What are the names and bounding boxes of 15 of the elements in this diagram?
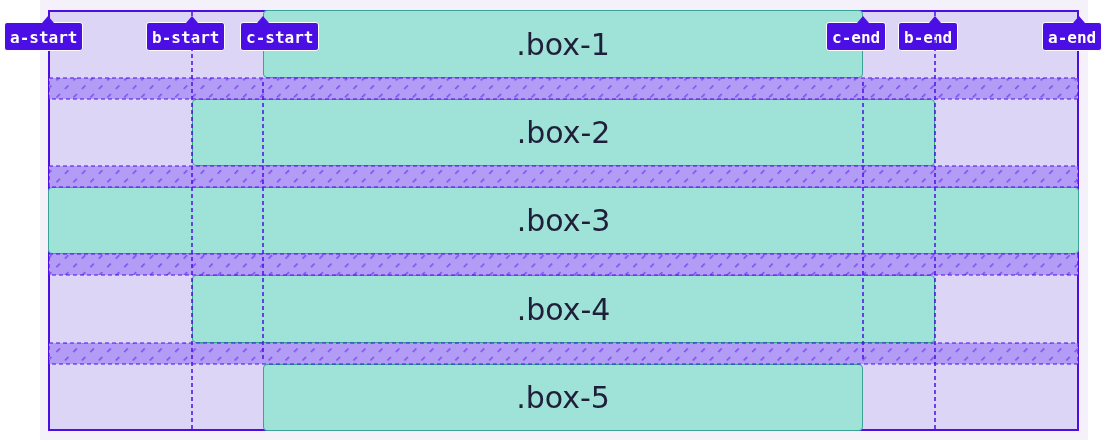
grid-line-name-tag: b-start bbox=[146, 22, 226, 51]
grid-line-name-tag: a-start bbox=[4, 22, 84, 51]
box-label: .box-5 bbox=[516, 380, 610, 415]
box-label: .box-2 bbox=[516, 115, 611, 150]
box-label: .box-4 bbox=[516, 291, 611, 327]
grid-line-name-tag: a-end bbox=[1042, 22, 1103, 51]
grid-item-box bbox=[192, 275, 935, 343]
grid-item-box bbox=[48, 187, 1079, 254]
grid-line-name-tag: c-end bbox=[826, 22, 887, 51]
grid-line-name-tag: c-start bbox=[240, 22, 320, 51]
box-label: .box-1 bbox=[516, 26, 610, 62]
box-label: .box-3 bbox=[516, 203, 611, 238]
grid-item-box bbox=[263, 364, 863, 431]
grid-line-name-tag: b-end bbox=[898, 22, 959, 51]
grid-item-box bbox=[192, 99, 935, 166]
